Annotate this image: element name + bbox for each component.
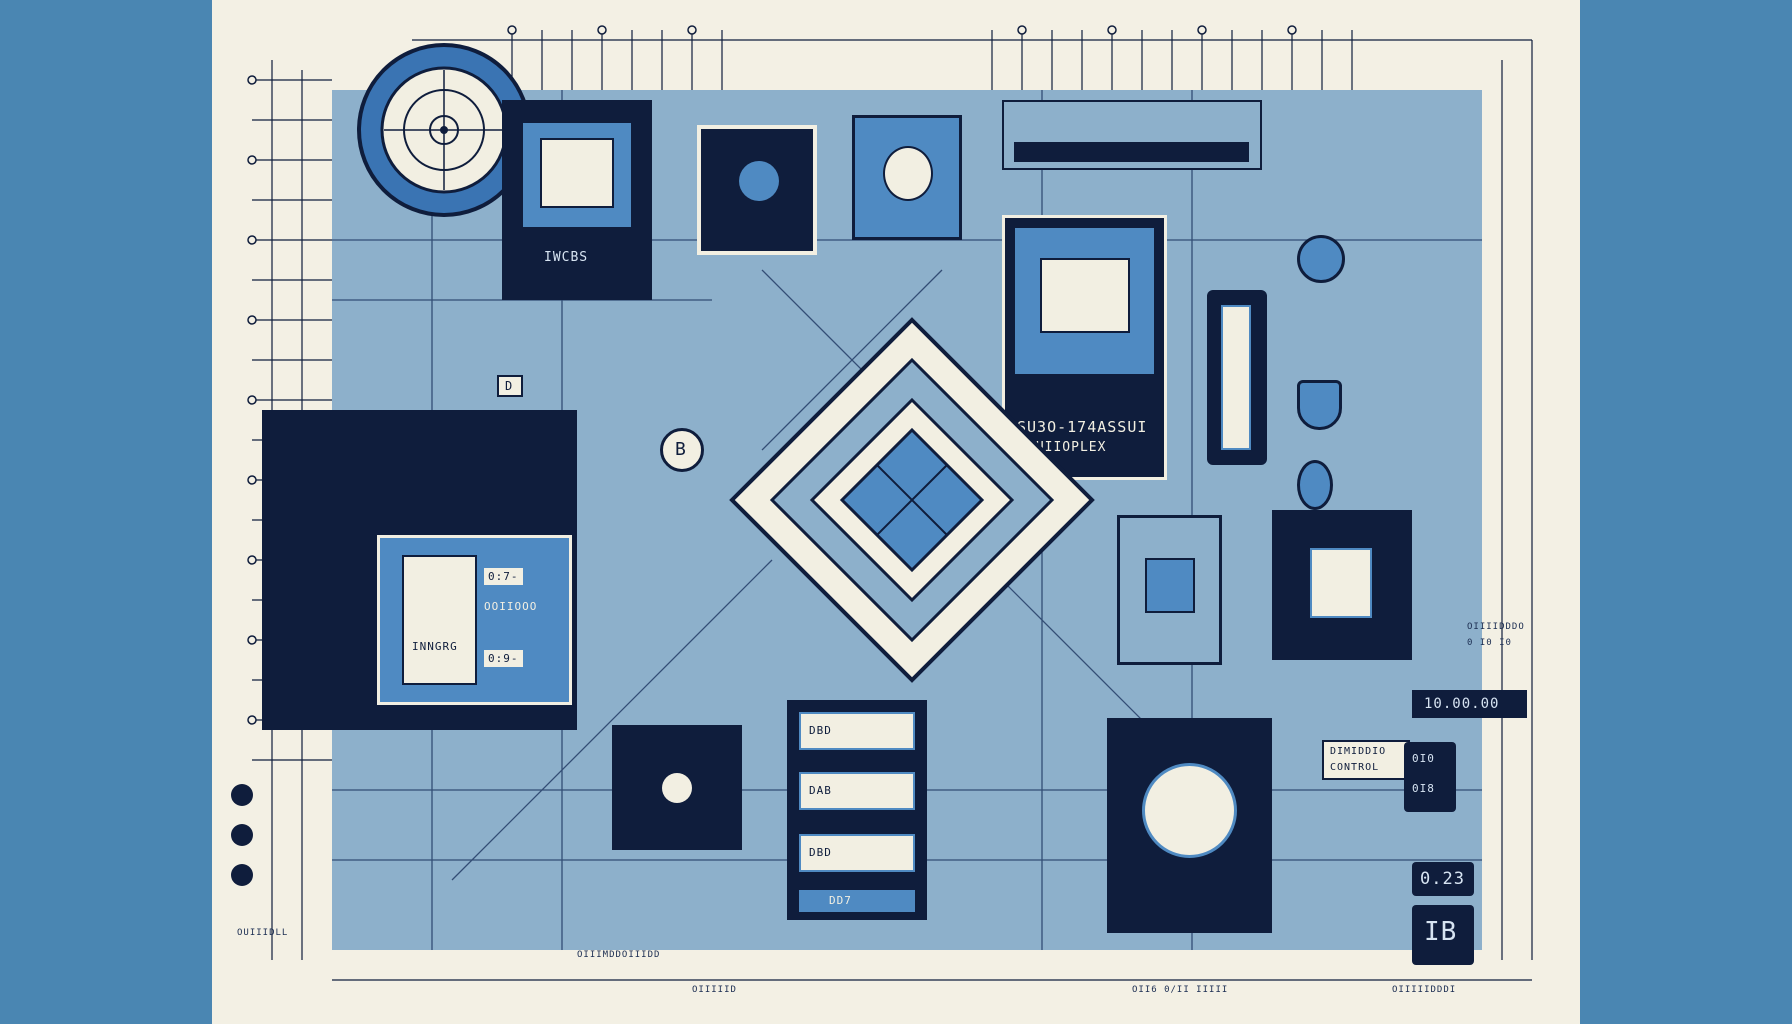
gauge-icon xyxy=(1040,258,1130,333)
info-box-line1: DIMIDDIO xyxy=(1330,746,1387,757)
bottom-codes: OII6 0/II IIIII xyxy=(1132,985,1229,995)
logo-chip xyxy=(697,125,817,255)
top-chip-label: IWCBS xyxy=(544,250,589,265)
big-chip-line2: QUIIOPLEX xyxy=(1027,440,1107,455)
info-box-line2: CONTROL xyxy=(1330,762,1380,773)
module-row2: DAB xyxy=(809,784,832,797)
module-bottom: DD7 xyxy=(829,894,852,907)
module-stack: DBD DAB DBD DD7 xyxy=(787,700,927,920)
display-4-line1: 0I0 xyxy=(1412,752,1435,765)
display-3: IB xyxy=(1412,905,1474,965)
right-col-value: 0 I0 I0 xyxy=(1467,638,1512,648)
central-processor xyxy=(729,317,1095,683)
bottom-center-label: OIIIMDDOIIIDD xyxy=(577,950,661,960)
d-badge-label: D xyxy=(505,379,514,393)
b-badge-label: B xyxy=(675,439,687,460)
recycle-icon xyxy=(739,161,779,201)
globe-icon xyxy=(1297,235,1345,283)
right-col-label: OIIIIDDDO xyxy=(1467,622,1525,632)
shield-icon xyxy=(1297,380,1342,430)
display-1-value: 10.00.00 xyxy=(1424,696,1500,712)
big-chip-line1: SU3O-174ASSUI xyxy=(1017,418,1148,436)
display-4: 0I0 0I8 xyxy=(1404,742,1456,812)
display-2: 0.23 xyxy=(1412,862,1474,896)
square-chip-a xyxy=(1117,515,1222,665)
bottom-right-label: OIIIIIDDDI xyxy=(1392,985,1457,995)
radar-chip xyxy=(1107,718,1272,933)
lock-icon xyxy=(1297,460,1333,510)
slider-column xyxy=(1207,290,1267,465)
display-4-line2: 0I8 xyxy=(1412,782,1435,795)
compass-icon xyxy=(662,773,692,803)
module-row1: DBD xyxy=(809,724,832,737)
display-1: 10.00.00 xyxy=(1412,690,1527,718)
display-2-value: 0.23 xyxy=(1420,869,1465,889)
left-panel-row4: 0:9- xyxy=(484,650,523,667)
b-badge: B xyxy=(660,428,704,472)
radar-icon xyxy=(1142,763,1237,858)
display-3-value: IB xyxy=(1424,917,1458,947)
left-panel: 0:7- OOIIOOO INNGRG 0:9- xyxy=(262,410,577,730)
left-panel-row1: 0:7- xyxy=(484,568,523,585)
fingerprint-icon xyxy=(883,146,933,201)
bottom-left-label: OUIIIDLL xyxy=(237,928,289,938)
pin-header xyxy=(1002,100,1262,170)
square-chip-b xyxy=(1272,510,1412,660)
schematic-sheet: IWCBS SU3O-174ASSUI QUIIOPLEX B 0: xyxy=(212,0,1580,1024)
top-chip: IWCBS xyxy=(502,100,652,300)
slider-track xyxy=(1221,305,1251,450)
fingerprint-chip xyxy=(852,115,962,240)
compass-chip xyxy=(612,725,742,850)
left-panel-row3: INNGRG xyxy=(412,640,458,653)
round-dial xyxy=(357,43,531,217)
module-row3: DBD xyxy=(809,846,832,859)
left-margin xyxy=(0,0,212,1024)
d-badge: D xyxy=(497,375,523,397)
right-margin xyxy=(1580,0,1792,1024)
bottom-mid-label: OIIIIID xyxy=(692,985,737,995)
info-box: DIMIDDIO CONTROL xyxy=(1322,740,1410,780)
left-panel-row2: OOIIOOO xyxy=(484,600,538,613)
